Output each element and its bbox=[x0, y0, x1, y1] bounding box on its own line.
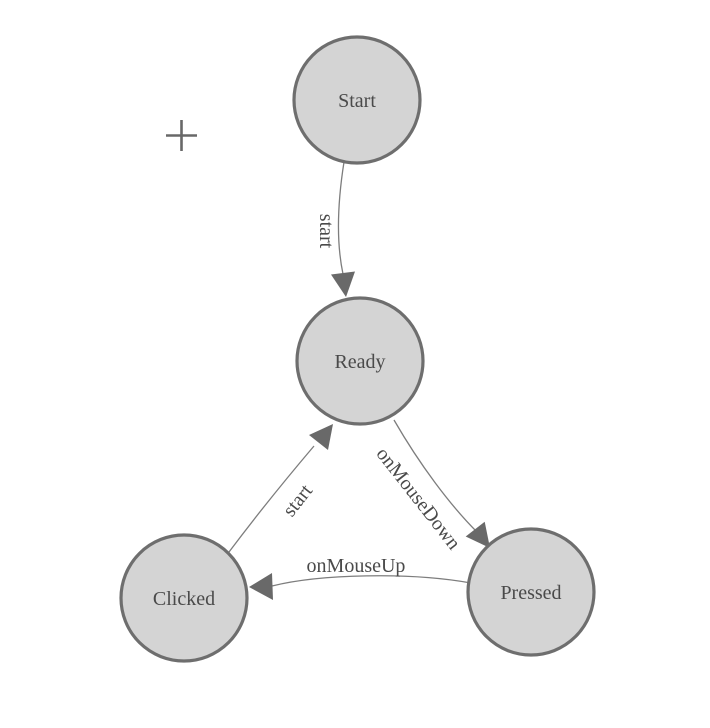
edge-label-onmouseup: onMouseUp bbox=[307, 555, 406, 577]
node-ready[interactable]: Ready bbox=[295, 296, 425, 426]
edge-label-start: start bbox=[315, 214, 337, 249]
edge-ready-to-pressed[interactable]: onMouseDown bbox=[372, 419, 490, 554]
arrowhead-icon bbox=[465, 521, 490, 548]
edge-line[interactable] bbox=[228, 445, 315, 553]
edge-pressed-to-clicked[interactable]: onMouseUp bbox=[249, 555, 472, 600]
arrowhead-icon bbox=[309, 424, 333, 450]
edge-label-start-2: start bbox=[279, 480, 318, 521]
node-circle[interactable] bbox=[295, 296, 425, 426]
node-label-ready: Ready bbox=[334, 351, 385, 373]
edge-line[interactable] bbox=[393, 419, 478, 533]
node-circle[interactable] bbox=[292, 35, 422, 165]
arrowhead-icon bbox=[249, 573, 273, 600]
node-label-start: Start bbox=[338, 90, 376, 112]
edge-line[interactable] bbox=[271, 575, 472, 587]
arrowhead-icon bbox=[331, 271, 355, 297]
node-circle[interactable] bbox=[119, 533, 249, 663]
node-clicked[interactable]: Clicked bbox=[119, 533, 249, 663]
edge-start-to-ready[interactable]: start bbox=[315, 161, 355, 297]
edge-line[interactable] bbox=[337, 161, 345, 275]
node-label-pressed: Pressed bbox=[500, 582, 561, 604]
edge-clicked-to-ready[interactable]: start bbox=[228, 424, 333, 553]
node-pressed[interactable]: Pressed bbox=[466, 527, 596, 657]
node-start[interactable]: Start bbox=[292, 35, 422, 165]
crosshair-icon bbox=[166, 120, 197, 151]
node-label-clicked: Clicked bbox=[153, 588, 215, 610]
node-circle[interactable] bbox=[466, 527, 596, 657]
